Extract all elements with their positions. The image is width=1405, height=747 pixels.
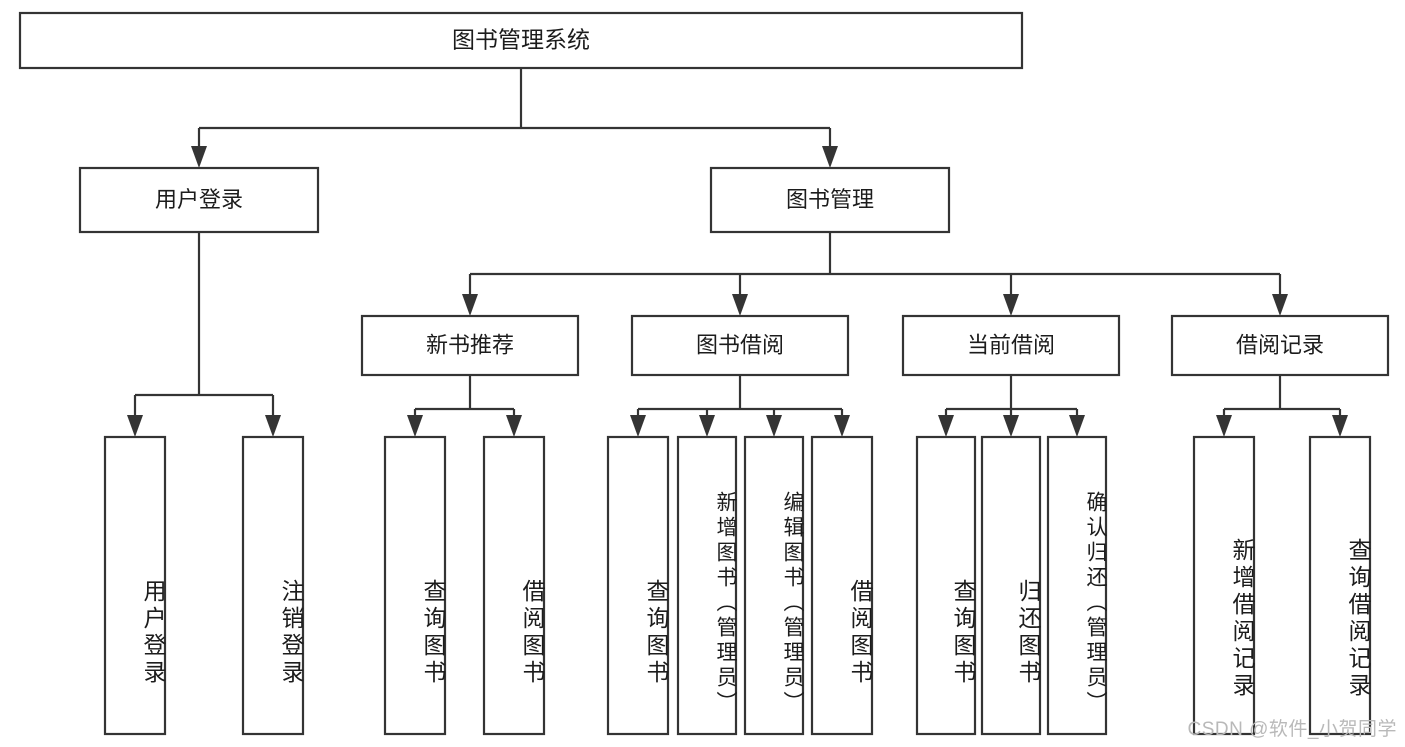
arrow-head-icon	[834, 415, 850, 437]
arrow-head-icon	[699, 415, 715, 437]
node-box-root-0[interactable]	[18, 11, 1024, 70]
arrow-head-icon	[732, 294, 748, 316]
arrow-head-icon	[1003, 415, 1019, 437]
node-box-leaf-9[interactable]	[980, 435, 1042, 736]
arrow-head-icon	[1069, 415, 1085, 437]
connector-edges	[127, 68, 1348, 437]
arrow-head-icon	[1272, 294, 1288, 316]
node-box-level2-1[interactable]	[709, 166, 951, 234]
node-box-leaf-0[interactable]	[103, 435, 167, 736]
node-box-level2-0[interactable]	[78, 166, 320, 234]
node-label-level3-2: 当前借阅	[967, 332, 1055, 357]
csdn-watermark: CSDN @软件_小贺同学	[1187, 719, 1397, 740]
node-box-leaf-4[interactable]	[606, 435, 670, 736]
arrow-head-icon	[191, 146, 207, 168]
node-box-level3-3[interactable]	[1170, 314, 1390, 377]
node-label-level3-0: 新书推荐	[426, 332, 514, 357]
node-box-leaf-10[interactable]	[1046, 435, 1108, 736]
node-box-leaf-2[interactable]	[383, 435, 447, 736]
arrow-head-icon	[822, 146, 838, 168]
arrow-head-icon	[506, 415, 522, 437]
node-label-level2-1: 图书管理	[786, 187, 874, 212]
node-box-leaf-12[interactable]	[1308, 435, 1372, 736]
node-label-level2-0: 用户登录	[155, 187, 243, 212]
arrow-head-icon	[1332, 415, 1348, 437]
node-box-level3-2[interactable]	[901, 314, 1121, 377]
arrow-head-icon	[766, 415, 782, 437]
node-box-leaf-1[interactable]	[241, 435, 305, 736]
node-box-leaf-7[interactable]	[810, 435, 874, 736]
node-label-root-0: 图书管理系统	[452, 27, 590, 53]
arrow-head-icon	[462, 294, 478, 316]
arrow-head-icon	[1003, 294, 1019, 316]
node-box-leaf-11[interactable]	[1192, 435, 1256, 736]
node-boxes	[18, 11, 1390, 736]
arrow-head-icon	[265, 415, 281, 437]
node-label-level3-3: 借阅记录	[1236, 332, 1324, 357]
arrow-head-icon	[938, 415, 954, 437]
node-box-leaf-5[interactable]	[676, 435, 738, 736]
arrow-head-icon	[630, 415, 646, 437]
arrow-head-icon	[127, 415, 143, 437]
node-label-level3-1: 图书借阅	[696, 332, 784, 357]
node-box-level3-0[interactable]	[360, 314, 580, 377]
node-box-leaf-8[interactable]	[915, 435, 977, 736]
node-box-leaf-3[interactable]	[482, 435, 546, 736]
arrow-head-icon	[407, 415, 423, 437]
node-box-leaf-6[interactable]	[743, 435, 805, 736]
node-box-level3-1[interactable]	[630, 314, 850, 377]
arrow-head-icon	[1216, 415, 1232, 437]
